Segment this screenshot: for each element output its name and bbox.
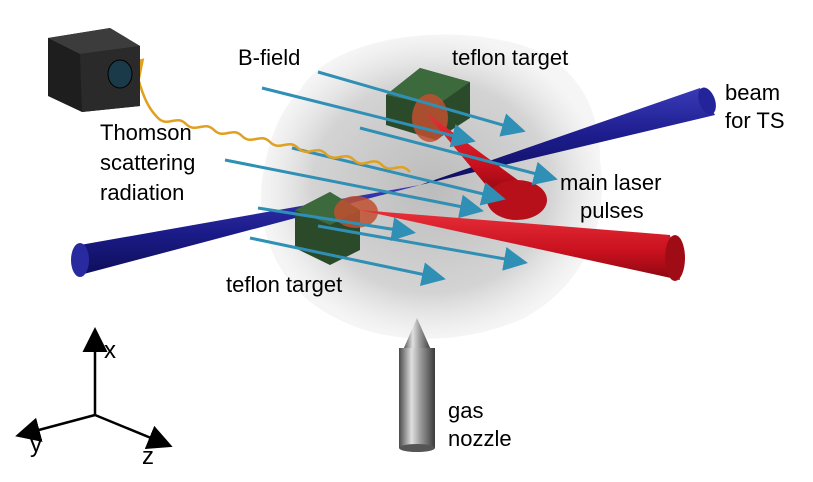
detector-camera (48, 28, 140, 112)
beam-label-line2: for TS (725, 108, 785, 133)
laser-label-line1: main laser (560, 170, 662, 195)
b-field-label: B-field (238, 45, 301, 70)
beam-label-line1: beam (725, 80, 781, 105)
laser-label-line2: pulses (580, 198, 644, 223)
b-field-arrows (224, 70, 558, 287)
thomson-label-line1: Thomson (100, 120, 192, 145)
teflon-target-top-label: teflon target (452, 45, 569, 70)
axis-x-label: x (104, 337, 116, 364)
gas-nozzle (399, 318, 435, 452)
axis-y-label: y (30, 431, 42, 458)
thomson-label-line3: radiation (100, 180, 185, 205)
nozzle-label-line2: nozzle (448, 426, 512, 451)
axis-z-label: z (142, 443, 154, 470)
thomson-scattering-wave (122, 58, 411, 173)
teflon-target-bottom-label: teflon target (226, 272, 343, 297)
nozzle-label-line1: gas (448, 398, 484, 423)
coordinate-axes (15, 327, 173, 449)
thomson-label-line2: scattering (100, 150, 196, 175)
